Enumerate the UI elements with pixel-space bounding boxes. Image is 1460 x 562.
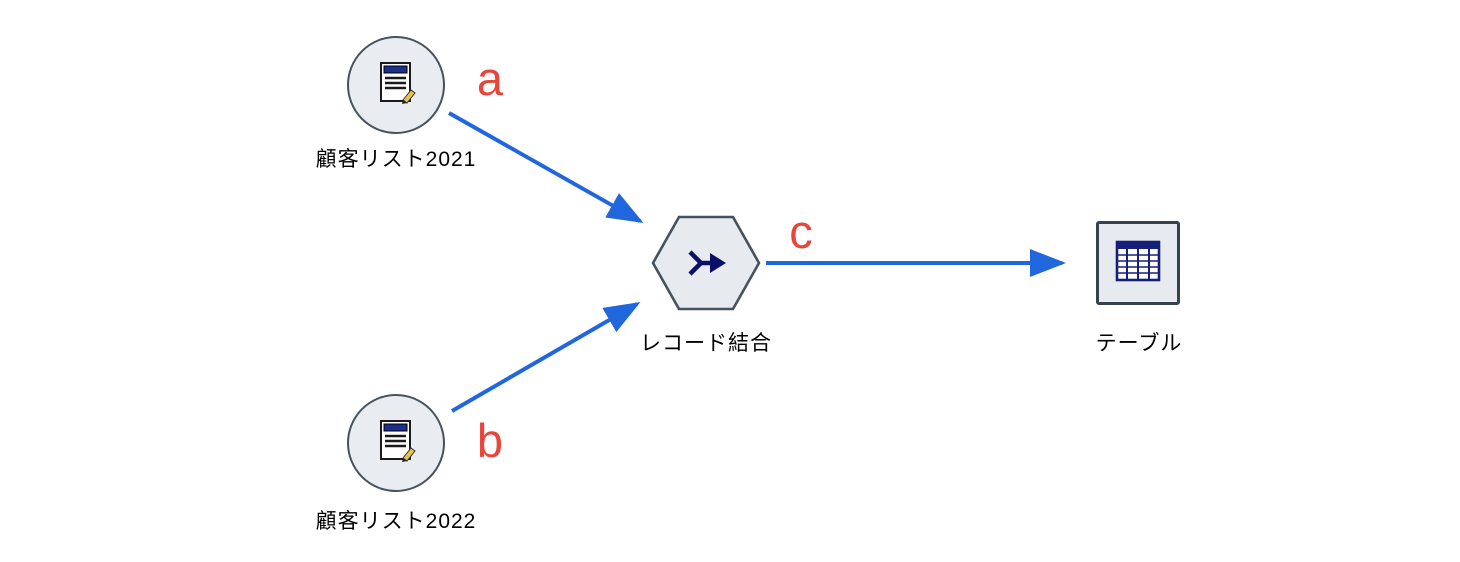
annotation-c: c	[789, 205, 813, 258]
table-icon	[1112, 235, 1164, 292]
node-source-2021[interactable]	[347, 36, 445, 134]
edge-a[interactable]	[448, 111, 644, 223]
node-label-source-2021: 顧客リスト2021	[315, 148, 477, 171]
document-edit-icon	[374, 59, 418, 112]
document-edit-icon	[374, 417, 418, 470]
edge-b[interactable]	[450, 301, 641, 413]
annotation-a: a	[476, 52, 504, 105]
annotation-b: b	[476, 414, 504, 467]
node-label-table: テーブル	[1095, 332, 1183, 355]
source-node-shape	[347, 36, 445, 134]
node-table[interactable]	[1096, 221, 1180, 305]
source-node-shape	[347, 394, 445, 492]
node-label-source-2022: 顧客リスト2022	[315, 510, 477, 533]
merge-arrow-icon	[650, 214, 762, 312]
node-merge[interactable]	[650, 214, 762, 312]
node-label-merge: レコード結合	[640, 332, 772, 355]
table-node-shape	[1096, 221, 1180, 305]
node-source-2022[interactable]	[347, 394, 445, 492]
